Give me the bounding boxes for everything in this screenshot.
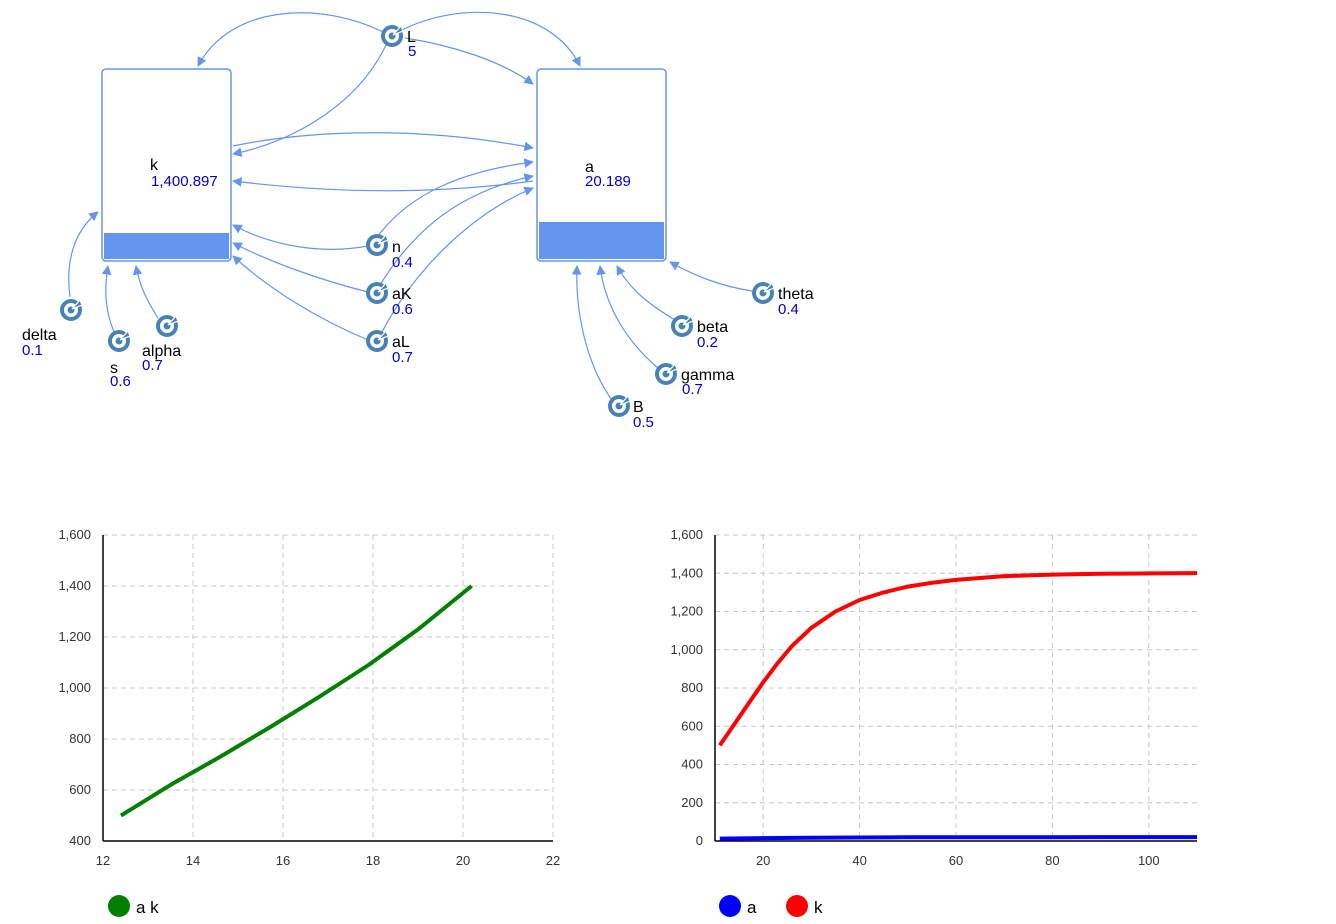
stock-k-level-bar [104, 233, 229, 259]
y-tick-label: 800 [69, 731, 91, 746]
param-label: gamma [681, 367, 734, 384]
dial-icon[interactable] [607, 394, 631, 418]
param-n[interactable]: n 0.4 [365, 233, 413, 271]
param-label: s [110, 360, 118, 377]
y-tick-label: 800 [681, 680, 703, 695]
param-value: 0.7 [392, 349, 413, 366]
legend-swatch [108, 895, 130, 917]
y-tick-label: 1,200 [58, 629, 91, 644]
y-tick-label: 1,600 [58, 527, 91, 542]
stock-flow-diagram: k 1,400.897 a 20.189 L 5 n 0.4 aK 0.6 aL… [22, 11, 814, 431]
param-value: 0.6 [392, 301, 413, 318]
param-label: n [392, 239, 401, 256]
y-tick-label: 1,000 [58, 680, 91, 695]
y-tick-label: 600 [69, 782, 91, 797]
y-tick-label: 1,200 [670, 604, 703, 619]
param-B[interactable]: B 0.5 [607, 394, 654, 431]
param-value: 0.2 [697, 334, 718, 351]
param-value: 0.1 [22, 342, 43, 359]
series-line-k [718, 571, 1198, 747]
param-value: 0.4 [392, 254, 413, 271]
x-tick-label: 100 [1138, 853, 1160, 868]
param-label: beta [697, 319, 728, 336]
legend-label: a [747, 898, 757, 917]
y-tick-label: 1,000 [670, 642, 703, 657]
param-label: L [407, 29, 416, 46]
param-label: aK [392, 286, 412, 303]
param-gamma[interactable]: gamma 0.7 [654, 362, 734, 398]
dial-icon[interactable] [365, 281, 389, 305]
x-tick-label: 16 [276, 853, 290, 868]
param-label: delta [22, 327, 57, 344]
dial-icon[interactable] [654, 362, 678, 386]
param-beta[interactable]: beta 0.2 [670, 314, 728, 351]
param-value: 0.7 [682, 381, 703, 398]
x-tick-label: 80 [1045, 853, 1059, 868]
dial-icon[interactable] [59, 298, 83, 322]
y-tick-label: 200 [681, 795, 703, 810]
x-tick-label: 20 [456, 853, 470, 868]
param-value: 0.7 [142, 357, 163, 374]
stock-k[interactable]: k 1,400.897 [101, 68, 232, 262]
x-tick-label: 20 [756, 853, 770, 868]
series-line-a-k [119, 584, 473, 818]
stock-label: a [585, 159, 594, 176]
param-value: 0.5 [633, 414, 654, 431]
param-aK[interactable]: aK 0.6 [365, 281, 413, 318]
x-tick-label: 22 [546, 853, 560, 868]
link-arrows [68, 11, 753, 401]
dial-icon[interactable] [380, 24, 404, 48]
x-tick-label: 12 [96, 853, 110, 868]
x-tick-label: 14 [186, 853, 200, 868]
y-tick-label: 400 [69, 833, 91, 848]
series-line-a [719, 835, 1197, 841]
legend-label: a k [136, 898, 159, 917]
param-value: 5 [408, 43, 416, 60]
dial-icon[interactable] [670, 314, 694, 338]
param-label: theta [778, 286, 814, 303]
y-tick-label: 1,400 [58, 578, 91, 593]
param-L[interactable]: L 5 [380, 24, 416, 60]
stock-a[interactable]: a 20.189 [536, 68, 667, 262]
x-tick-label: 40 [852, 853, 866, 868]
stock-value: 20.189 [585, 173, 631, 190]
y-tick-label: 1,400 [670, 565, 703, 580]
x-tick-label: 18 [366, 853, 380, 868]
legend-swatch [719, 895, 741, 917]
dial-icon[interactable] [751, 281, 775, 305]
stock-label: k [150, 157, 159, 174]
stock-a-level-bar [539, 222, 664, 259]
x-tick-label: 60 [949, 853, 963, 868]
param-label: alpha [142, 343, 181, 360]
param-alpha[interactable]: alpha 0.7 [142, 314, 181, 374]
param-value: 0.6 [110, 373, 131, 390]
y-tick-label: 1,600 [670, 527, 703, 542]
param-s[interactable]: s 0.6 [107, 329, 131, 390]
param-label: B [633, 399, 644, 416]
param-aL[interactable]: aL 0.7 [365, 329, 413, 366]
param-value: 0.4 [778, 301, 799, 318]
legend-label: k [814, 898, 823, 917]
param-label: aL [392, 334, 410, 351]
param-theta[interactable]: theta 0.4 [751, 281, 814, 318]
y-tick-label: 0 [696, 833, 703, 848]
y-tick-label: 600 [681, 718, 703, 733]
param-delta[interactable]: delta 0.1 [22, 298, 83, 359]
dial-icon[interactable] [107, 329, 131, 353]
y-tick-label: 400 [681, 757, 703, 772]
dial-icon[interactable] [365, 233, 389, 257]
dial-icon[interactable] [365, 329, 389, 353]
dial-icon[interactable] [155, 314, 179, 338]
legend-swatch [786, 895, 808, 917]
stock-value: 1,400.897 [151, 173, 218, 190]
